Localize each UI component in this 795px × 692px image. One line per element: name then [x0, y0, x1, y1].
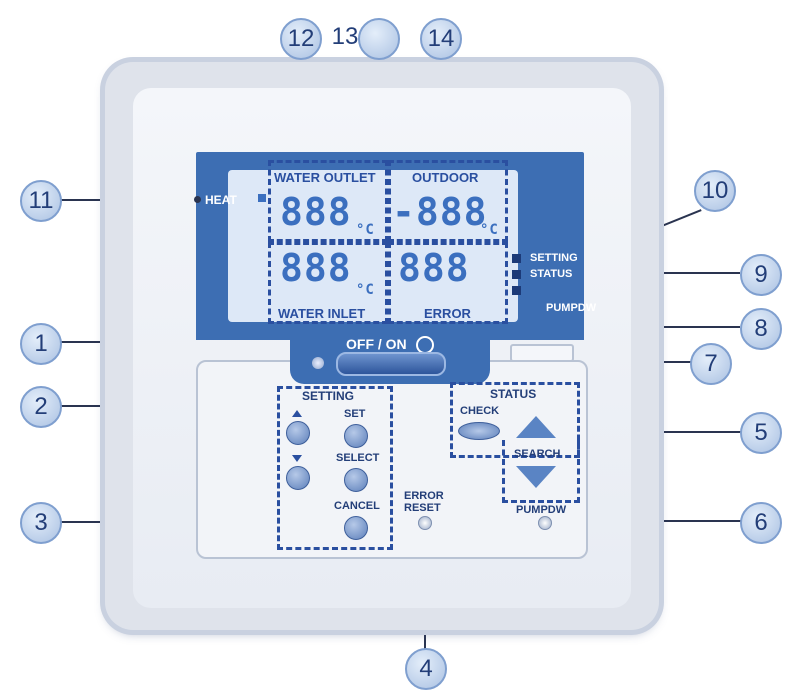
- check-button[interactable]: [458, 422, 500, 440]
- status-indicator: [512, 270, 521, 279]
- set-button[interactable]: [344, 424, 368, 448]
- heat-indicator: [258, 194, 266, 202]
- search-down-button[interactable]: [516, 466, 556, 488]
- callout-9: 9: [740, 254, 782, 296]
- callout-5: 5: [740, 412, 782, 454]
- search-label: SEARCH: [514, 448, 561, 460]
- callout-6: 6: [740, 502, 782, 544]
- callout-4: 4: [405, 648, 447, 690]
- water-outlet-box: [268, 160, 388, 242]
- callout-line-2: [60, 405, 104, 407]
- callout-14: 14: [420, 18, 462, 60]
- outdoor-label: OUTDOOR: [412, 170, 479, 185]
- outdoor-digits: -888: [392, 190, 488, 234]
- status-label: STATUS: [530, 268, 573, 280]
- status-group: [450, 382, 580, 458]
- callout-8: 8: [740, 308, 782, 350]
- outlet-unit: °C: [356, 222, 375, 238]
- up-arrow-icon: [292, 410, 302, 417]
- inlet-unit: °C: [356, 282, 375, 298]
- pumpdw-button-label: PUMPDW: [516, 504, 567, 516]
- pumpdw-label: PUMPDW: [546, 302, 597, 314]
- pumpdw-indicator: [512, 286, 521, 295]
- off-on-label: OFF / ON: [346, 336, 407, 352]
- callout-13-blank: [358, 18, 400, 60]
- inlet-digits: 888: [280, 246, 352, 290]
- cancel-button[interactable]: [344, 516, 368, 540]
- lcd-screen: [228, 170, 518, 322]
- search-group: [502, 440, 580, 503]
- callout-12: 12: [280, 18, 322, 60]
- power-led: [312, 357, 324, 369]
- callout-10: 10: [694, 170, 736, 212]
- outdoor-box: [388, 160, 508, 242]
- callout-2: 2: [20, 386, 62, 428]
- callout-7: 7: [690, 343, 732, 385]
- outlet-digits: 888: [280, 190, 352, 234]
- error-reset-label-1: ERROR: [404, 490, 444, 502]
- setting-indicator: [512, 254, 521, 263]
- callout-11: 11: [20, 180, 62, 222]
- select-label: SELECT: [336, 452, 380, 464]
- error-box: [388, 242, 508, 324]
- callout-line-9: [588, 272, 740, 274]
- set-label: SET: [344, 408, 366, 420]
- down-arrow-icon: [292, 455, 302, 462]
- outdoor-unit: °C: [480, 222, 499, 238]
- water-inlet-box: [268, 242, 388, 324]
- pumpdw-button[interactable]: [538, 516, 552, 530]
- setting-title: SETTING: [302, 389, 355, 403]
- heat-label: HEAT: [205, 193, 237, 207]
- water-inlet-label: WATER INLET: [278, 306, 366, 321]
- check-label: CHECK: [460, 405, 500, 417]
- callout-3: 3: [20, 502, 62, 544]
- side-slot: [510, 344, 574, 362]
- down-button[interactable]: [286, 466, 310, 490]
- off-on-button[interactable]: [336, 352, 446, 376]
- heat-dot: [194, 196, 201, 203]
- setting-label: SETTING: [530, 252, 578, 264]
- water-outlet-label: WATER OUTLET: [274, 170, 376, 185]
- status-title: STATUS: [490, 387, 537, 401]
- error-reset-label-2: RESET: [404, 502, 441, 514]
- search-up-button[interactable]: [516, 416, 556, 438]
- callout-13: 13: [331, 23, 359, 50]
- callout-1: 1: [20, 323, 62, 365]
- error-label: ERROR: [424, 306, 471, 321]
- error-reset-button[interactable]: [418, 516, 432, 530]
- setting-group: [277, 386, 393, 550]
- error-digits: 888: [398, 246, 470, 290]
- select-button[interactable]: [344, 468, 368, 492]
- up-button[interactable]: [286, 421, 310, 445]
- cancel-label: CANCEL: [334, 500, 380, 512]
